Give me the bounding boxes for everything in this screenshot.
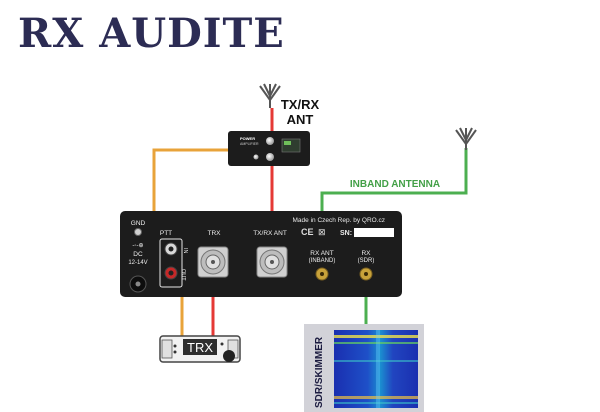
sn-label: SN:	[340, 230, 352, 237]
page-title: RX AUDITE	[18, 10, 285, 57]
dc-label: DC	[133, 251, 143, 258]
pa-label: POWER	[240, 136, 255, 141]
ce-mark: CE	[301, 227, 314, 237]
inband-antenna-label: INBAND ANTENNA	[350, 179, 440, 190]
transceiver: TRX	[159, 335, 241, 363]
trx-dial-icon	[223, 350, 235, 362]
dc-polarity-icon: -◦-⊕	[132, 243, 143, 249]
dc-voltage-label: 12-14V	[128, 260, 147, 266]
ptt-label: PTT	[160, 230, 172, 237]
gnd-label: GND	[131, 220, 146, 227]
power-amplifier: POWER AMPLIFIER	[228, 131, 310, 166]
trx-connector-label: TRX	[208, 230, 222, 237]
rx-ant-label: RX ANT	[310, 250, 334, 257]
pa-knob-icon-2	[266, 153, 274, 161]
pa-knob-icon-3	[253, 154, 259, 160]
pa-knob-icon	[266, 137, 274, 145]
tx-rx-ant-connector-icon	[256, 246, 288, 278]
sn-field	[354, 228, 394, 237]
inband-antenna-icon	[455, 127, 477, 150]
rx-sdr-sub-label: (SDR)	[358, 258, 375, 264]
rx-ant-inband-label: (INBAND)	[309, 258, 336, 264]
sdr-skimmer-label: SDR/SKIMMER	[314, 336, 325, 408]
weee-icon: ⊠	[318, 227, 326, 237]
rx-sdr-connector-icon	[359, 267, 373, 281]
trx-radio-label: TRX	[187, 340, 213, 355]
made-in-label: Made in Czech Rep. by QRO.cz	[293, 217, 385, 224]
rx-audite-device: Made in Czech Rep. by QRO.cz CE ⊠ SN: GN…	[120, 211, 402, 297]
trx-connector-icon	[197, 246, 229, 278]
gnd-terminal-icon	[134, 228, 142, 236]
rx-ant-connector-icon	[315, 267, 329, 281]
pa-label-2: AMPLIFIER	[240, 142, 259, 146]
rx-sdr-label: RX	[361, 250, 371, 257]
pa-display	[281, 138, 301, 153]
tx-rx-antenna-icon	[259, 83, 281, 108]
sdr-skimmer: SDR/SKIMMER	[304, 324, 424, 412]
tx-rx-ant-label: TX/RX	[281, 97, 320, 112]
ptt-in-label: IN	[182, 248, 188, 254]
tx-rx-ant-connector-label: TX/RX ANT	[253, 230, 287, 237]
ptt-out-label: OUT	[180, 269, 186, 281]
tx-rx-ant-label-2: ANT	[287, 112, 314, 127]
